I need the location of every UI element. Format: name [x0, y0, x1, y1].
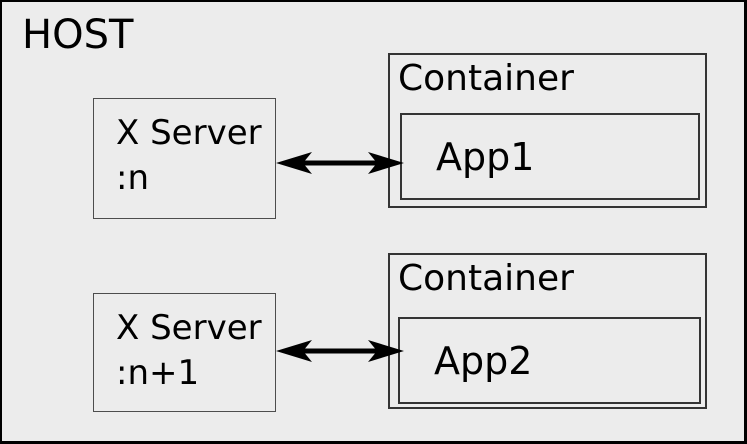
host-title: HOST [22, 12, 134, 58]
container-1-box: Container App1 [388, 53, 707, 208]
xserver-n-display: :n [116, 158, 150, 198]
xserver-n-box: X Server :n [93, 98, 276, 219]
arrow-xserver-n1-app2 [276, 339, 404, 363]
container-2-box: Container App2 [388, 253, 707, 409]
app2-label: App2 [434, 338, 533, 383]
arrow-xserver-n-app1 [276, 151, 404, 175]
app1-box: App1 [400, 113, 700, 200]
xserver-n-name: X Server [116, 113, 262, 153]
xserver-n1-box: X Server :n+1 [93, 293, 276, 412]
app2-box: App2 [398, 317, 701, 404]
container-1-label: Container [398, 58, 574, 99]
xserver-n1-name: X Server [116, 308, 262, 348]
bidirectional-arrow-icon [276, 340, 404, 362]
app1-label: App1 [436, 134, 535, 179]
xserver-n1-display: :n+1 [116, 353, 200, 393]
bidirectional-arrow-icon [276, 152, 404, 174]
container-2-label: Container [398, 258, 574, 299]
